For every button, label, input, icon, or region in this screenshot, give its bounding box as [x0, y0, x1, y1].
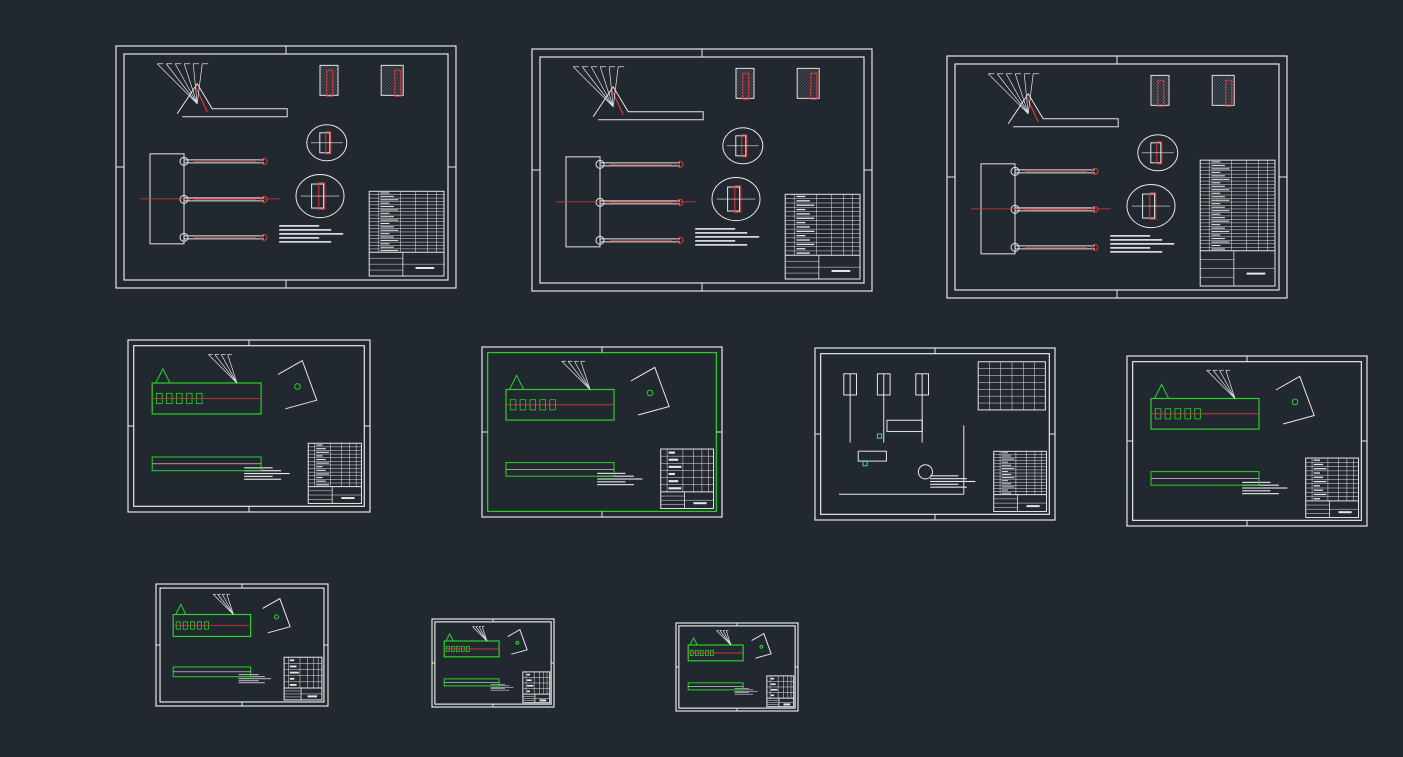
sheet-2[interactable] [531, 48, 873, 292]
sheet-4[interactable] [127, 339, 371, 513]
sheet-8[interactable] [155, 583, 329, 707]
sheet-3[interactable] [946, 55, 1288, 299]
sheet-5[interactable] [481, 346, 723, 518]
sheet-1[interactable] [115, 45, 457, 289]
sheet-7[interactable] [1126, 355, 1368, 527]
sheet-6[interactable] [814, 347, 1056, 521]
sheet-9[interactable] [431, 618, 555, 708]
sheet-10[interactable] [675, 622, 799, 712]
drawing-sheets [115, 45, 1368, 712]
